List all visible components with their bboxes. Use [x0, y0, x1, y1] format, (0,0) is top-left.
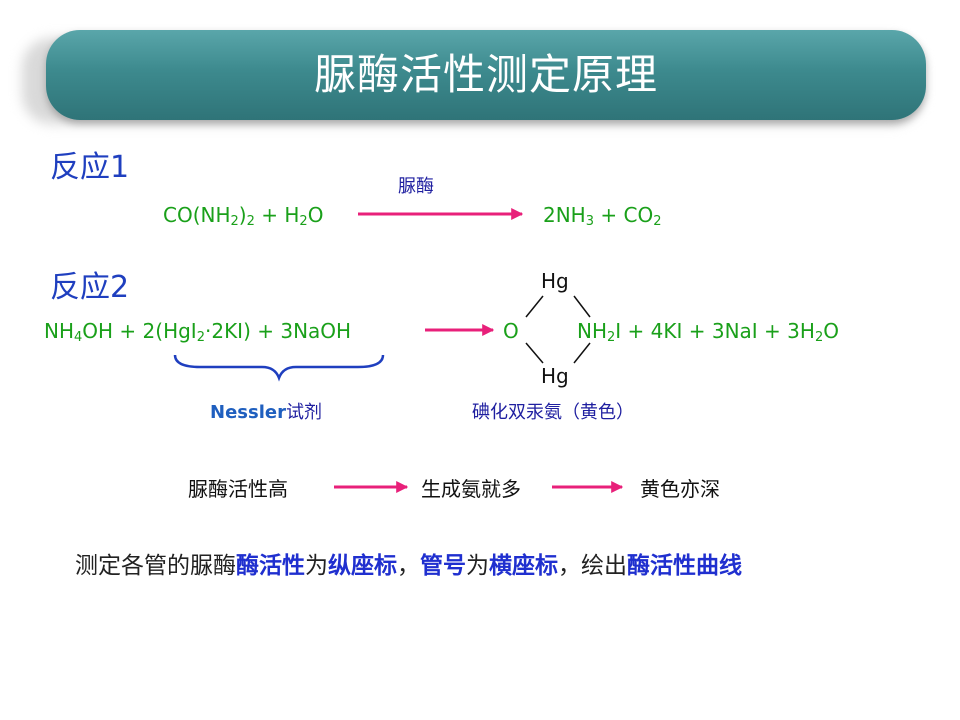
reaction1-reactants: CO(NH2)2 + H2O — [163, 203, 324, 229]
reaction2-reactants: NH4OH + 2(HgI2·2KI) + 3NaOH — [44, 319, 352, 345]
mercury-top: Hg — [541, 269, 569, 293]
bond-hg-top-n — [573, 295, 591, 318]
bond-o-hg-top — [525, 295, 544, 318]
bond-o-hg-bottom — [525, 342, 544, 364]
reaction1-catalyst: 脲酶 — [398, 176, 434, 197]
nessler-reagent-label: Nessler试剂 — [210, 402, 322, 423]
reaction2-label: 反应2 — [50, 270, 130, 305]
nessler-brace — [173, 354, 385, 382]
mercury-bottom: Hg — [541, 364, 569, 388]
reaction1-products: 2NH3 + CO2 — [543, 203, 662, 229]
product-name: 碘化双汞氨（黄色） — [472, 402, 634, 423]
chain-step-2: 生成氨就多 — [421, 477, 521, 501]
bond-hg-bottom-n — [573, 342, 591, 364]
summary-sentence: 测定各管的脲酶酶活性为纵座标，管号为横座标，绘出酶活性曲线 — [75, 552, 742, 579]
chain-step-1: 脲酶活性高 — [188, 477, 288, 501]
chain-step-3: 黄色亦深 — [640, 477, 720, 501]
title-banner — [46, 30, 926, 120]
reaction1-label: 反应1 — [50, 150, 130, 185]
reaction2-products: NH2I + 4KI + 3NaI + 3H2O — [577, 319, 839, 345]
oxygen-atom: O — [503, 319, 519, 343]
page-title: 脲酶活性测定原理 — [313, 50, 658, 99]
